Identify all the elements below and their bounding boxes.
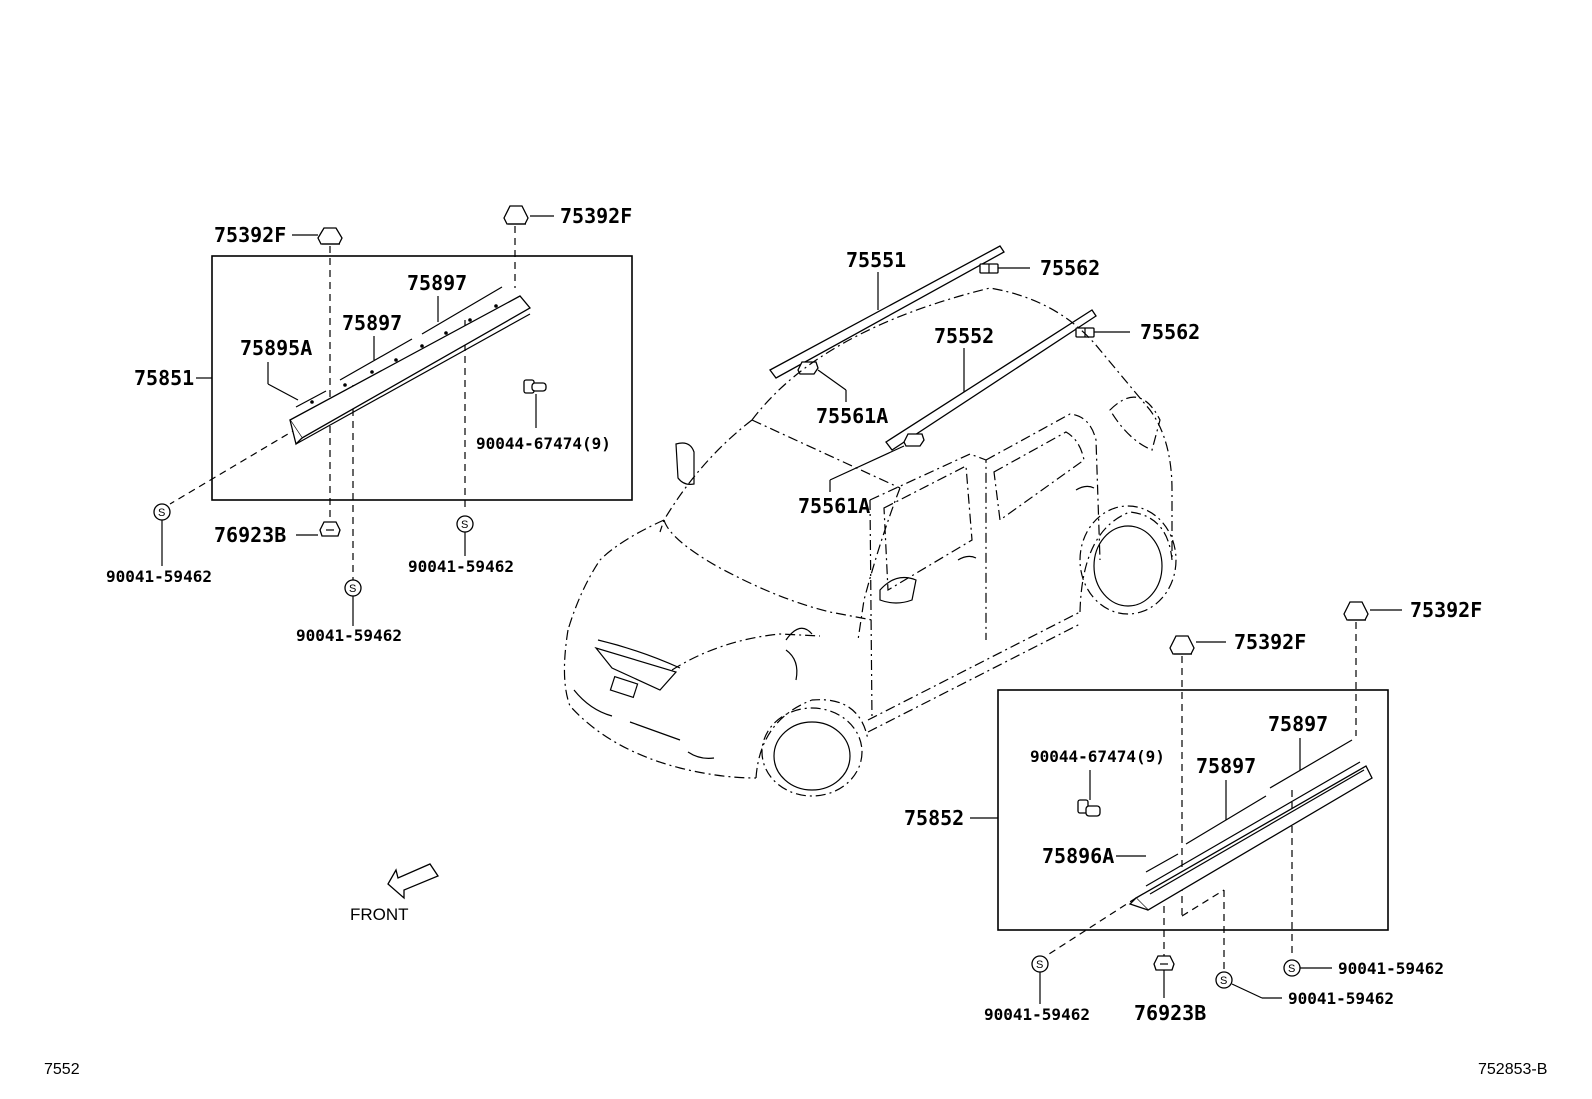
left-strip-end-number[interactable]: 75895A <box>240 336 312 360</box>
right-rivet-icon <box>1077 799 1101 817</box>
left-strip-end <box>295 390 327 408</box>
left-strip-lower-number[interactable]: 75897 <box>342 311 402 335</box>
right-screw-right-number[interactable]: 90041-59462 <box>1338 959 1444 978</box>
left-rivet-number[interactable]: 90044-67474(9) <box>476 434 611 453</box>
left-screw-mid-number[interactable]: 90041-59462 <box>296 626 402 645</box>
roof-cap-right-icon <box>1075 327 1095 338</box>
left-screw-mid-icon: S <box>344 579 362 597</box>
left-guide-screw-left <box>169 427 299 505</box>
roof-clip-right-number[interactable]: 75561A <box>798 494 870 518</box>
right-rivet-number[interactable]: 90044-67474(9) <box>1030 747 1165 766</box>
left-screw-right-number[interactable]: 90041-59462 <box>408 557 514 576</box>
right-strip-lower-number[interactable]: 75897 <box>1196 754 1256 778</box>
roof-clip-right-leader <box>829 445 905 481</box>
right-assembly-number[interactable]: 75852 <box>904 806 964 830</box>
roof-rail-right-number[interactable]: 75552 <box>934 324 994 348</box>
left-strip-upper-number[interactable]: 75897 <box>407 271 467 295</box>
front-label: FRONT <box>350 905 409 924</box>
right-screw-left-icon: S <box>1031 955 1049 973</box>
right-screw-left-number[interactable]: 90041-59462 <box>984 1005 1090 1024</box>
roof-rail-right <box>885 309 1097 451</box>
roof-rail-left <box>769 245 1005 379</box>
roof-clip-left-icon <box>797 361 819 375</box>
right-clip-top-left-icon <box>1169 635 1195 655</box>
left-clip-top-left-number[interactable]: 75392F <box>214 223 286 247</box>
right-clip-top-right-icon <box>1343 601 1369 621</box>
left-assembly-number[interactable]: 75851 <box>134 366 194 390</box>
roof-cap-left-icon <box>979 263 999 274</box>
roof-rail-left-number[interactable]: 75551 <box>846 248 906 272</box>
right-strip-upper-number[interactable]: 75897 <box>1268 712 1328 736</box>
roof-clip-left-leader <box>817 369 847 391</box>
right-screw-mid-icon: S <box>1215 971 1233 989</box>
left-strip-upper <box>421 286 503 335</box>
left-screw-left-number[interactable]: 90041-59462 <box>106 567 212 586</box>
roof-cap-left-number[interactable]: 75562 <box>1040 256 1100 280</box>
left-screw-left-icon: S <box>153 503 171 521</box>
right-screw-mid-leader <box>1231 983 1263 999</box>
right-clip-top-right-number[interactable]: 75392F <box>1410 598 1482 622</box>
footer-right-code: 752853-B <box>1478 1061 1547 1078</box>
right-guide-screw-left <box>1045 897 1137 957</box>
right-guide-clip-left-b <box>1181 889 1225 917</box>
svg-text:S: S <box>1036 959 1043 971</box>
right-nut-number[interactable]: 76923B <box>1134 1001 1206 1025</box>
right-rocker-moulding <box>1128 761 1373 911</box>
svg-text:S: S <box>349 583 356 595</box>
front-arrow-icon <box>387 863 439 900</box>
svg-text:S: S <box>1220 975 1227 987</box>
right-screw-right-icon: S <box>1283 959 1301 977</box>
roof-clip-right-icon <box>903 433 925 447</box>
roof-cap-right-number[interactable]: 75562 <box>1140 320 1200 344</box>
right-strip-upper <box>1269 739 1353 789</box>
left-clip-top-right-icon <box>503 205 529 225</box>
svg-text:S: S <box>1288 963 1295 975</box>
left-rivet-icon <box>523 379 547 394</box>
right-strip-end <box>1145 853 1179 873</box>
footer-left-code: 7552 <box>44 1061 80 1078</box>
left-screw-right-icon: S <box>456 515 474 533</box>
left-nut-number[interactable]: 76923B <box>214 523 286 547</box>
right-screw-mid-number[interactable]: 90041-59462 <box>1288 989 1394 1008</box>
right-clip-top-left-number[interactable]: 75392F <box>1234 630 1306 654</box>
svg-text:S: S <box>158 507 165 519</box>
svg-text:S: S <box>461 519 468 531</box>
left-strip-end-leader-b <box>267 383 299 401</box>
left-clip-top-left-icon <box>317 227 343 245</box>
right-assembly-box <box>997 689 1389 931</box>
right-strip-end-number[interactable]: 75896A <box>1042 844 1114 868</box>
roof-clip-left-number[interactable]: 75561A <box>816 404 888 428</box>
left-rocker-moulding <box>289 295 531 446</box>
vehicle-outline <box>563 287 1177 797</box>
left-strip-lower <box>339 338 413 381</box>
left-nut-icon <box>319 521 341 537</box>
left-clip-top-right-number[interactable]: 75392F <box>560 204 632 228</box>
right-nut-icon <box>1153 955 1175 971</box>
